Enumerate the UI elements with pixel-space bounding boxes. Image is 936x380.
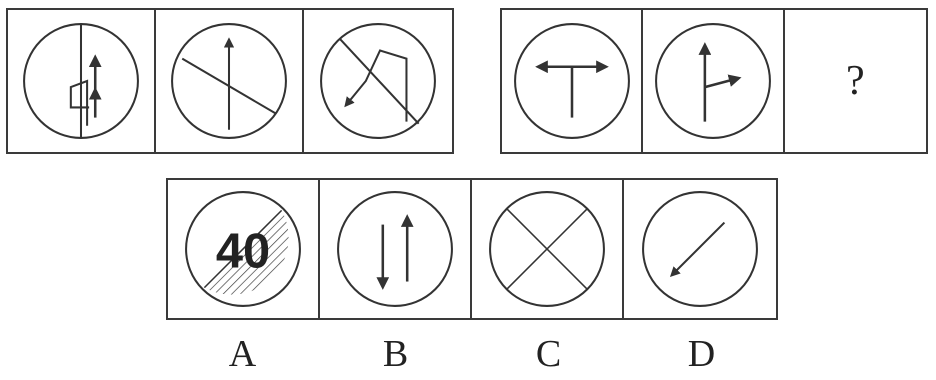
figure-1-1 xyxy=(8,10,156,152)
straight-or-right-sign-icon xyxy=(655,23,771,139)
diagonal-arrow-sign-icon xyxy=(642,191,758,307)
figure-group-1 xyxy=(6,8,454,154)
option-b-label[interactable]: B xyxy=(382,333,409,375)
option-a-sign-text: 40 xyxy=(216,224,270,278)
figure-1-2 xyxy=(156,10,304,152)
t-junction-sign-icon xyxy=(513,23,630,139)
end-of-restriction-sign-icon xyxy=(171,23,287,139)
answer-options: 40 xyxy=(166,178,778,320)
no-overtaking-sign-icon xyxy=(23,23,139,139)
two-way-traffic-sign-icon xyxy=(337,191,453,307)
no-stopping-sign-icon xyxy=(489,191,605,307)
option-c-figure[interactable] xyxy=(472,180,624,318)
option-a-figure[interactable]: 40 xyxy=(168,180,320,318)
figure-group-2: ? xyxy=(500,8,928,154)
option-b-figure[interactable] xyxy=(320,180,472,318)
option-d-figure[interactable] xyxy=(624,180,776,318)
option-labels: A B C D xyxy=(166,330,778,378)
option-a-label[interactable]: A xyxy=(228,333,257,375)
question-mark: ? xyxy=(846,58,865,104)
option-d-label[interactable]: D xyxy=(687,333,716,375)
no-u-turn-sign-icon xyxy=(320,23,436,139)
figure-2-2 xyxy=(643,10,785,152)
speed-limit-end-40-sign-icon: 40 xyxy=(185,191,301,307)
figure-1-3 xyxy=(304,10,452,152)
figure-2-3: ? xyxy=(785,10,926,152)
option-c-label[interactable]: C xyxy=(535,333,562,375)
figure-2-1 xyxy=(502,10,644,152)
